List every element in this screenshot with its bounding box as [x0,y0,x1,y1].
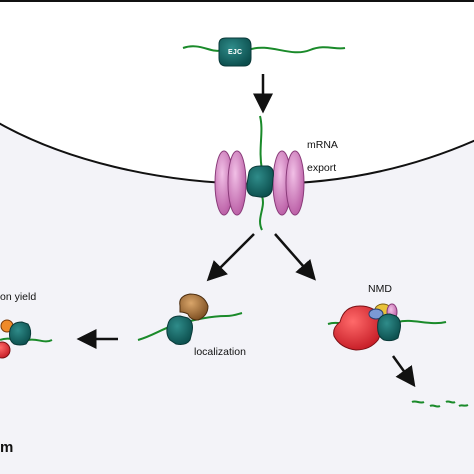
ejc-complex [218,37,252,67]
arrow-to-decay [391,355,416,388]
cytoplasm-label: m [0,439,14,456]
degraded-mrna-fragments [411,400,469,408]
ejc-label: EJC [228,49,243,56]
mrna-label: mRNA [307,139,338,151]
ribosome-translation [0,341,11,359]
upf-blue [368,308,384,320]
localization-factor [179,293,209,321]
ejc-localization [166,315,193,345]
export-label: export [307,162,337,174]
ejc-translation [9,321,32,346]
nuclear-pore [214,150,305,216]
ejc-in-pore [246,165,274,198]
ribosome-nmd [333,305,383,351]
frame-top [0,0,474,2]
translation-yield-label: on yield [0,291,37,303]
nmd-label: NMD [368,283,392,295]
arrow-to-localization [206,233,255,282]
mrna-strand-export [259,115,264,231]
localization-label: localization [194,346,246,358]
mrna-strand-nucleus-tail [247,46,346,54]
ejc-nmd [377,313,401,342]
arrow-to-nmd [274,233,316,281]
